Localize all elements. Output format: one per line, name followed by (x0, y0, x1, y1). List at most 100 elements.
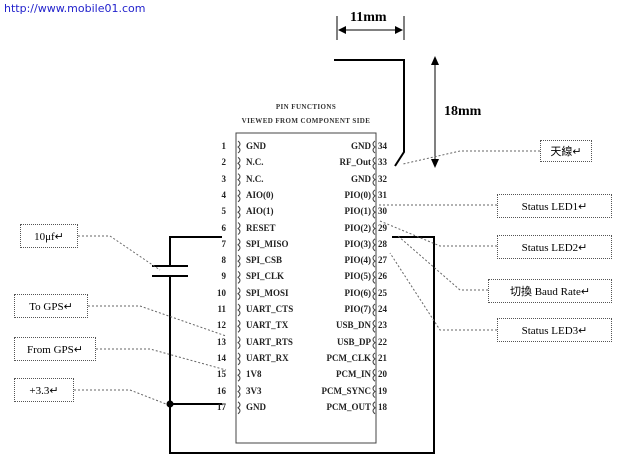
left-pin-number: 4 (221, 189, 227, 200)
left-pin-bracket (237, 271, 241, 284)
left-pin-name: SPI_MISO (246, 238, 289, 249)
right-pin-name: PCM_OUT (326, 401, 372, 412)
right-pin-bracket (372, 189, 376, 203)
left-pin-name: SPI_CSB (246, 255, 283, 266)
right-pin-bracket (372, 222, 376, 235)
left-pin-number: 5 (221, 206, 227, 217)
right-pin-name: PIO(3) (344, 238, 372, 249)
right-pin-name: GND (351, 173, 371, 184)
right-pin-number: 22 (378, 336, 387, 347)
right-pin-number: 24 (378, 304, 387, 314)
right-pin-bracket (372, 254, 376, 268)
left-pin-name: 3V3 (246, 385, 262, 396)
left-pin-number: 13 (217, 336, 226, 347)
power-junction (166, 400, 174, 408)
right-pin-bracket (372, 336, 376, 349)
left-pin-number: 2 (221, 157, 227, 168)
left-pin-name: N.C. (246, 157, 264, 168)
left-pin-bracket (237, 254, 241, 268)
left-pin-number: 10 (217, 287, 226, 298)
right-pin-bracket (372, 319, 376, 333)
right-pin-name: PIO(7) (344, 304, 372, 314)
antenna-trace (334, 59, 405, 167)
left-pin-number: 15 (217, 369, 226, 380)
right-pin-name: USB_DN (335, 320, 371, 331)
leader-power (74, 389, 167, 405)
left-pin-bracket (237, 385, 241, 398)
right-pin-name: PIO(6) (344, 287, 372, 298)
right-pin-bracket (372, 368, 376, 382)
right-pin-name: PCM_SYNC (321, 385, 372, 396)
leader-led2 (379, 220, 497, 247)
right-pin-name: PIO(4) (344, 255, 372, 266)
right-pin-number: 34 (378, 141, 387, 151)
left-pin-number: 3 (221, 173, 227, 184)
right-pin-bracket (372, 303, 376, 317)
right-pin-name: PIO(1) (344, 206, 372, 217)
left-pin-name: UART_TX (246, 320, 289, 331)
right-pin-bracket (372, 156, 376, 170)
right-pin-number: 27 (378, 255, 387, 266)
dim-18mm-arrow-top (431, 56, 439, 65)
left-pin-bracket (237, 238, 241, 252)
left-pin-name: 1V8 (246, 369, 262, 380)
callout-power: +3.3↵ (14, 378, 74, 402)
leader-to-gps (88, 305, 227, 337)
right-pin-name: PCM_CLK (326, 352, 372, 363)
right-pin-number: 28 (378, 238, 387, 249)
callout-status-led2: Status LED2↵ (497, 235, 612, 259)
callout-antenna: 天線↵ (540, 140, 592, 162)
right-pin-bracket (372, 173, 376, 186)
right-pin-bracket (372, 140, 376, 154)
right-pin-number: 20 (378, 369, 387, 380)
source-url[interactable]: http://www.mobile01.com (4, 2, 146, 15)
right-pin-number: 19 (378, 385, 387, 396)
left-pin-number: 6 (221, 222, 227, 233)
left-pin-number: 8 (221, 255, 227, 266)
right-pin-bracket (372, 401, 376, 415)
left-pin-number: 12 (217, 320, 226, 331)
width-dimension-label: 11mm (350, 10, 387, 25)
left-pin-name: AIO(0) (246, 189, 274, 200)
left-pin-bracket (237, 205, 241, 219)
right-pin-number: 18 (378, 401, 387, 412)
dim-18mm-arrow-bottom (431, 159, 439, 168)
right-pin-name: PCM_IN (336, 369, 371, 380)
left-pin-bracket (237, 173, 241, 186)
right-pin-number: 21 (378, 352, 387, 363)
left-pin-name: SPI_CLK (246, 271, 285, 282)
right-pin-name: PIO(5) (344, 271, 372, 282)
right-pin-number: 33 (378, 157, 387, 168)
right-pin-bracket (372, 352, 376, 366)
left-pin-number: 11 (217, 304, 226, 314)
left-pin-bracket (237, 140, 241, 154)
callout-to-gps: To GPS↵ (14, 294, 88, 318)
left-pin-name: GND (246, 141, 266, 151)
left-pin-bracket (237, 319, 241, 333)
right-pin-number: 26 (378, 271, 387, 282)
right-pin-bracket (372, 271, 376, 284)
leader-cap (78, 235, 161, 271)
right-pin-number: 32 (378, 173, 387, 184)
left-pin-bracket (237, 287, 241, 301)
module-subtitle: VIEWED FROM COMPONENT SIDE (241, 117, 371, 125)
right-pin-name: PIO(0) (344, 189, 372, 200)
left-pin-number: 16 (217, 385, 226, 396)
callout-baud-rate: 切換 Baud Rate↵ (488, 279, 612, 303)
dim-11mm-arrow-left (338, 26, 346, 34)
right-pin-number: 29 (378, 222, 387, 233)
leader-led3 (389, 252, 497, 331)
left-pin-bracket (237, 303, 241, 317)
height-dimension-label: 18mm (444, 104, 482, 119)
callout-capacitor: 10μf↵ (20, 224, 78, 248)
left-pin-number: 17 (217, 401, 226, 412)
left-pin-name: UART_CTS (246, 304, 294, 314)
right-pin-number: 31 (378, 189, 387, 200)
pin6-wire (169, 236, 222, 266)
leader-from-gps (96, 348, 227, 371)
left-pin-name: SPI_MOSI (246, 287, 289, 298)
right-pin-name: USB_DP (336, 336, 371, 347)
left-pin-number: 7 (221, 238, 227, 249)
